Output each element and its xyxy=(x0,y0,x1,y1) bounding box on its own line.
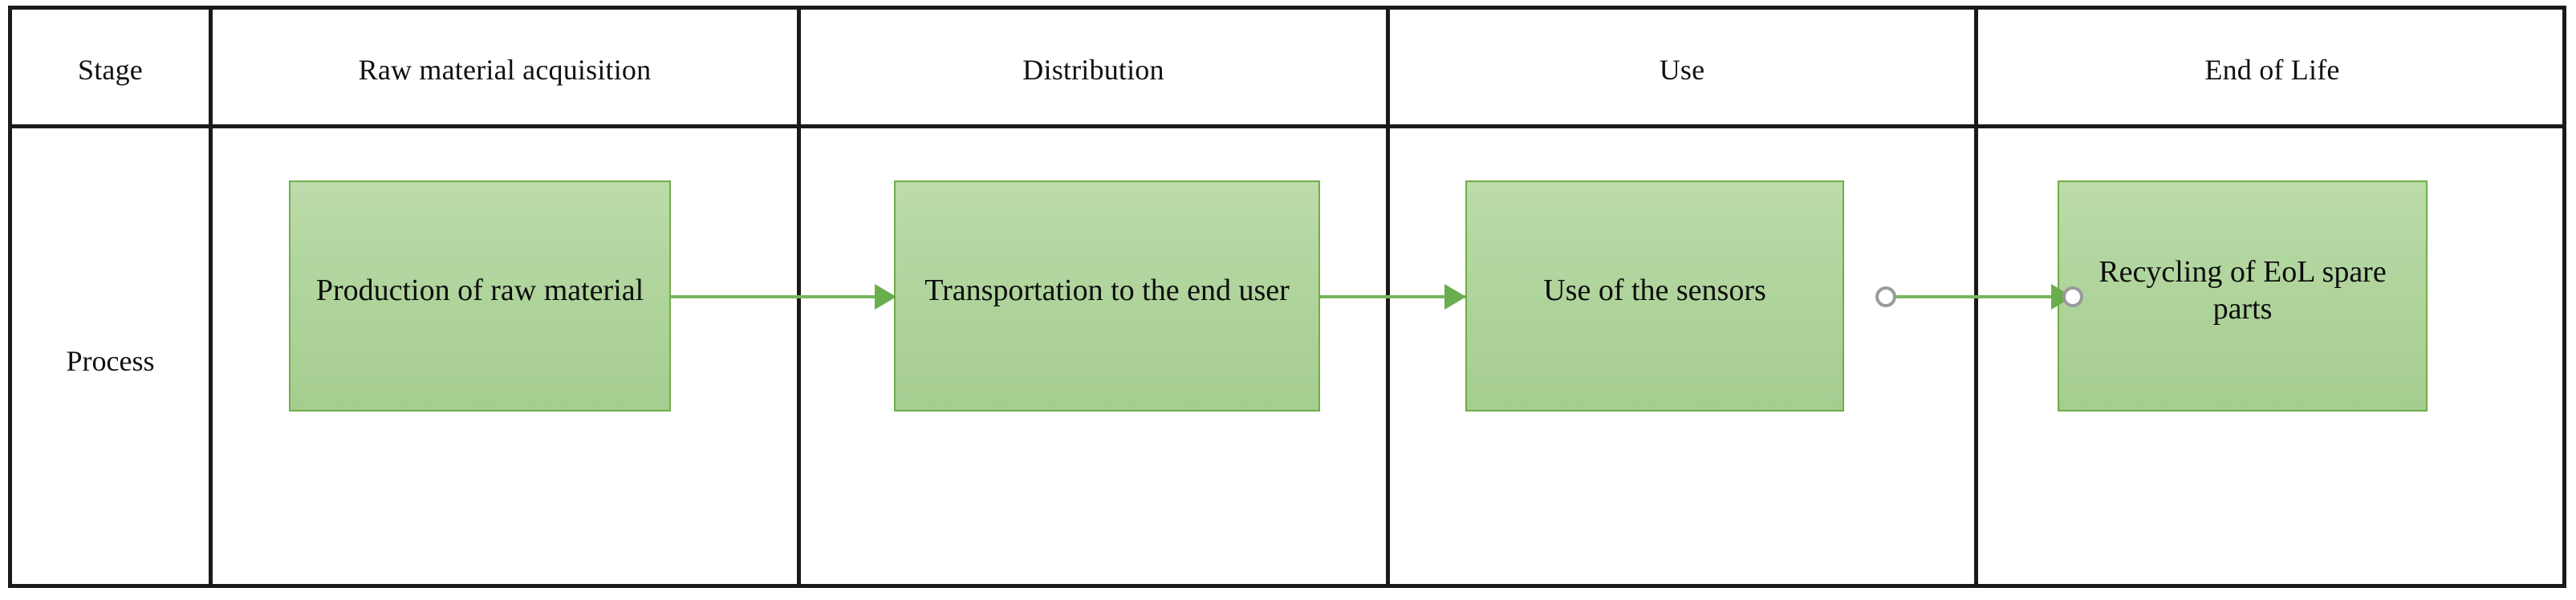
row-header-process: Process xyxy=(66,345,155,377)
arrowhead-icon-distribution-to-use xyxy=(1444,284,1466,310)
connector-use-to-end-of-life[interactable] xyxy=(1886,295,2072,298)
process-node-label: Production of raw material xyxy=(315,273,644,307)
header-body-divider xyxy=(8,124,2566,128)
connector-target-handle-icon[interactable] xyxy=(2062,286,2083,307)
arrowhead-icon-raw-to-distribution xyxy=(875,284,896,310)
process-node-label: Transportation to the end user xyxy=(924,273,1290,307)
process-node-use-of-the-sensors[interactable]: Use of the sensors xyxy=(1465,180,1844,411)
connector-source-handle-icon[interactable] xyxy=(1875,286,1896,307)
process-node-transportation-to-the-end-user[interactable]: Transportation to the end user xyxy=(894,180,1320,411)
process-node-production-of-raw-material[interactable]: Production of raw material xyxy=(289,180,671,411)
column-divider-1 xyxy=(209,6,213,588)
process-node-label: Recycling of EoL spare parts xyxy=(2099,254,2387,326)
column-header-raw-material-acquisition: Raw material acquisition xyxy=(358,54,652,86)
connector-raw-to-distribution[interactable] xyxy=(671,295,902,298)
connector-distribution-to-use[interactable] xyxy=(1320,295,1473,298)
process-node-recycling-of-eol-spare-parts[interactable]: Recycling of EoL spare parts xyxy=(2058,180,2428,411)
column-header-end-of-life: End of Life xyxy=(2204,54,2340,86)
column-header-stage: Stage xyxy=(78,54,143,86)
process-node-label: Use of the sensors xyxy=(1543,273,1766,307)
column-header-distribution: Distribution xyxy=(1022,54,1164,86)
column-header-use: Use xyxy=(1659,54,1705,86)
